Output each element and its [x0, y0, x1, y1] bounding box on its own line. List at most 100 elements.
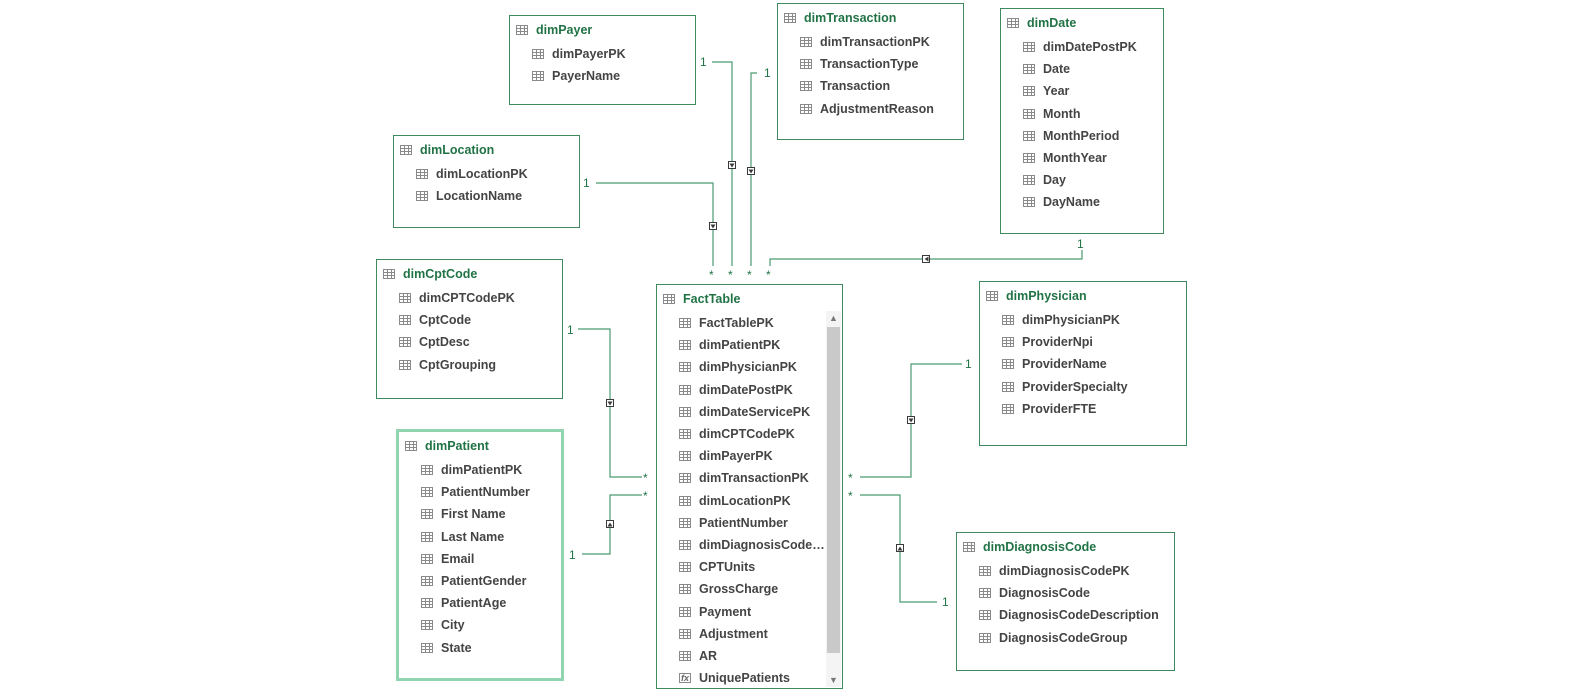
table-dimCptCode[interactable]: dimCptCode dimCPTCodePK CptCode CptDesc … [376, 259, 563, 399]
column-item[interactable]: LocationName [416, 185, 579, 207]
column-icon [1023, 86, 1035, 97]
column-item[interactable]: TransactionType [800, 53, 963, 75]
column-item[interactable]: dimDiagnosisCode… [679, 534, 826, 556]
table-header[interactable]: dimPhysician [980, 283, 1186, 309]
column-item[interactable]: dimPayerPK [679, 445, 826, 467]
column-icon [1002, 337, 1014, 348]
column-label: PatientNumber [699, 515, 788, 530]
column-item[interactable]: dimLocationPK [416, 163, 579, 185]
column-item[interactable]: CptCode [399, 309, 562, 331]
cardinality-one-payer: 1 [700, 55, 707, 69]
table-header[interactable]: dimLocation [394, 137, 579, 163]
column-icon [1002, 381, 1014, 392]
column-item[interactable]: Email [421, 548, 561, 570]
column-item[interactable]: CPTUnits [679, 556, 826, 578]
column-item[interactable]: Last Name [421, 526, 561, 548]
column-item[interactable]: CptDesc [399, 331, 562, 353]
column-item[interactable]: dimPatientPK [679, 334, 826, 356]
cardinality-many-physician: * [848, 471, 853, 485]
column-item[interactable]: CptGrouping [399, 354, 562, 376]
column-item[interactable]: ProviderSpecialty [1002, 376, 1186, 398]
column-icon [679, 539, 691, 550]
column-item[interactable]: FactTablePK [679, 312, 826, 334]
table-dimTransaction[interactable]: dimTransaction dimTransactionPK Transact… [777, 3, 964, 140]
column-item[interactable]: dimPayerPK [532, 43, 695, 65]
column-item[interactable]: dimDiagnosisCodePK [979, 560, 1174, 582]
column-item[interactable]: dimLocationPK [679, 490, 826, 512]
column-item[interactable]: First Name [421, 503, 561, 525]
column-label: dimPhysicianPK [1022, 313, 1120, 328]
column-item[interactable]: DiagnosisCodeGroup [979, 627, 1174, 649]
column-item[interactable]: DiagnosisCode [979, 582, 1174, 604]
column-label: MonthPeriod [1043, 128, 1120, 143]
column-item[interactable]: Adjustment [679, 623, 826, 645]
column-item[interactable]: dimTransactionPK [679, 467, 826, 489]
column-icon [979, 588, 991, 599]
table-header[interactable]: dimCptCode [377, 261, 562, 287]
column-item[interactable]: dimDatePostPK [1023, 36, 1163, 58]
table-dimPatient[interactable]: dimPatient dimPatientPK PatientNumber Fi… [396, 429, 564, 681]
column-item[interactable]: PatientAge [421, 592, 561, 614]
table-dimDiagnosisCode[interactable]: dimDiagnosisCode dimDiagnosisCodePK Diag… [956, 532, 1175, 671]
table-dimPayer[interactable]: dimPayer dimPayerPK PayerName [509, 15, 696, 105]
column-item[interactable]: AdjustmentReason [800, 98, 963, 120]
column-item[interactable]: AR [679, 645, 826, 667]
relationship-line-transaction [750, 72, 757, 266]
column-item[interactable]: dimPhysicianPK [679, 356, 826, 378]
column-item[interactable]: Year [1023, 80, 1163, 102]
column-item[interactable]: dimDatePostPK [679, 379, 826, 401]
column-label: Day [1043, 173, 1066, 188]
column-item[interactable]: Day [1023, 169, 1163, 191]
column-item[interactable]: PayerName [532, 65, 695, 87]
table-dimDate[interactable]: dimDate dimDatePostPK Date Year Month Mo… [1000, 8, 1164, 234]
column-item[interactable]: dimCPTCodePK [399, 287, 562, 309]
vertical-scrollbar[interactable]: ▲ ▼ [826, 311, 841, 687]
column-item[interactable]: PatientNumber [421, 481, 561, 503]
table-dimPhysician[interactable]: dimPhysician dimPhysicianPK ProviderNpi … [979, 281, 1187, 446]
table-dimLocation[interactable]: dimLocation dimLocationPK LocationName [393, 135, 580, 228]
column-item[interactable]: ProviderFTE [1002, 398, 1186, 420]
column-item[interactable]: State [421, 637, 561, 659]
column-item[interactable]: DayName [1023, 191, 1163, 213]
column-item[interactable]: DiagnosisCodeDescription [979, 604, 1174, 626]
table-header[interactable]: dimTransaction [778, 5, 963, 31]
column-icon [679, 606, 691, 617]
column-item[interactable]: PatientNumber [679, 512, 826, 534]
cardinality-one-date: 1 [1077, 237, 1084, 251]
column-item[interactable]: ProviderNpi [1002, 331, 1186, 353]
scroll-thumb[interactable] [827, 327, 840, 653]
table-header[interactable]: dimPatient [399, 433, 561, 459]
column-icon [800, 103, 812, 114]
column-item[interactable]: Transaction [800, 75, 963, 97]
column-item[interactable]: ProviderName [1002, 353, 1186, 375]
column-icon [800, 81, 812, 92]
column-item[interactable]: dimDateServicePK [679, 401, 826, 423]
table-header[interactable]: dimDate [1001, 10, 1163, 36]
column-label: dimDateServicePK [699, 404, 811, 419]
table-title: dimLocation [420, 143, 495, 157]
column-item[interactable]: MonthPeriod [1023, 125, 1163, 147]
column-item[interactable]: dimPatientPK [421, 459, 561, 481]
table-header[interactable]: FactTable [657, 286, 842, 312]
scroll-down-icon[interactable]: ▼ [829, 675, 838, 685]
column-icon [1023, 42, 1035, 53]
column-label: ProviderFTE [1022, 401, 1097, 416]
column-item[interactable]: Payment [679, 600, 826, 622]
column-item[interactable]: dimCPTCodePK [679, 423, 826, 445]
column-item[interactable]: Date [1023, 58, 1163, 80]
table-header[interactable]: dimDiagnosisCode [957, 534, 1174, 560]
scroll-up-icon[interactable]: ▲ [829, 313, 838, 323]
table-title: dimTransaction [804, 11, 897, 25]
table-FactTable[interactable]: FactTable FactTablePK dimPatientPK dimPh… [656, 284, 843, 689]
column-item[interactable]: dimTransactionPK [800, 31, 963, 53]
column-item[interactable]: Month [1023, 103, 1163, 125]
column-item[interactable]: GrossCharge [679, 578, 826, 600]
column-item[interactable]: MonthYear [1023, 147, 1163, 169]
column-item[interactable]: PatientGender [421, 570, 561, 592]
column-item[interactable]: City [421, 614, 561, 636]
table-header[interactable]: dimPayer [510, 17, 695, 43]
column-icon [679, 495, 691, 506]
column-icon [679, 451, 691, 462]
column-item[interactable]: dimPhysicianPK [1002, 309, 1186, 331]
